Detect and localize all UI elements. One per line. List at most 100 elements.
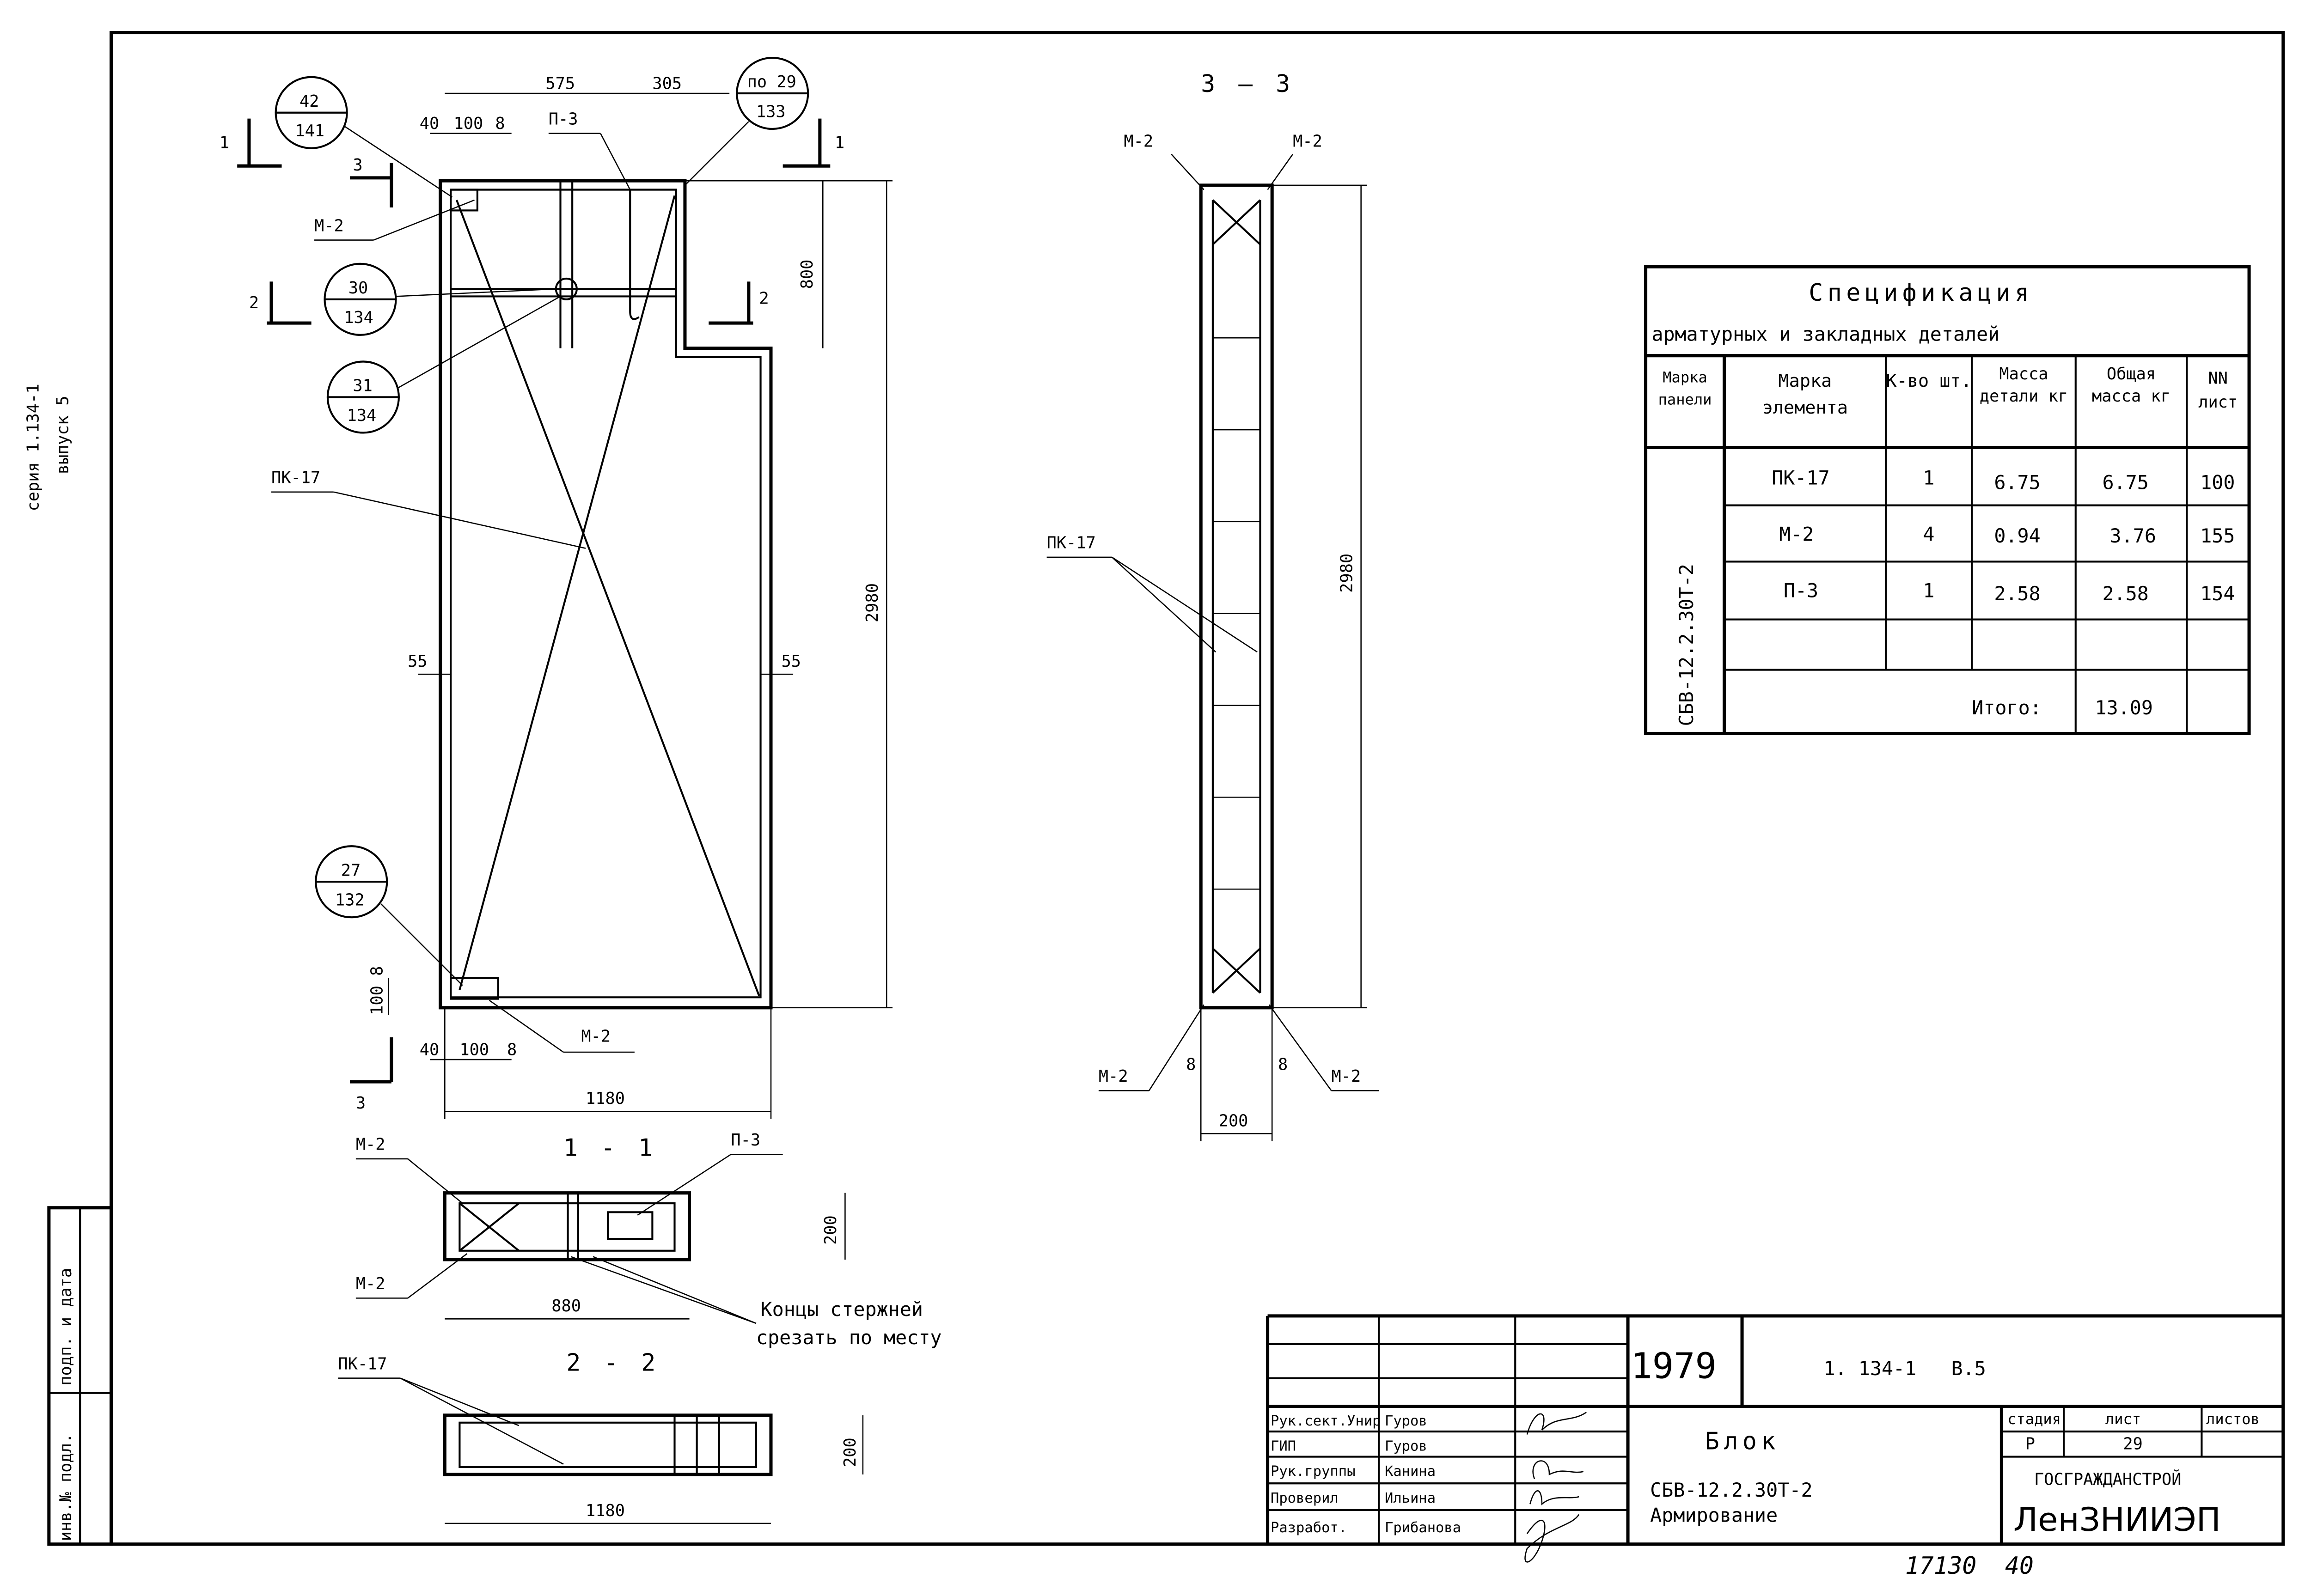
series-label: серия 1.134-1 xyxy=(24,384,43,511)
svg-text:П-3: П-3 xyxy=(1784,579,1818,602)
header-quantity: К-во шт. xyxy=(1886,370,1972,391)
panel-elevation: 575 305 40 100 8 800 2980 55 55 100 8 40… xyxy=(220,56,893,1119)
dim-575: 575 xyxy=(545,74,575,93)
margin-strip: серия 1.134-1 выпуск 5 подп. и дата инв.… xyxy=(24,384,113,1546)
svg-text:6.75: 6.75 xyxy=(1994,471,2040,493)
stage-value: Р xyxy=(2025,1435,2035,1454)
svg-text:по 29: по 29 xyxy=(747,73,796,91)
section-3-3: 3 — 3 М-2 М-2 ПК-17 М-2 М-2 8 8 200 2980 xyxy=(1046,70,1379,1141)
svg-text:1: 1 xyxy=(1923,579,1934,602)
svg-text:М-2: М-2 xyxy=(1779,523,1814,546)
total-value: 13.09 xyxy=(2095,696,2153,719)
panel-mark: СБВ-12.2.30Т-2 xyxy=(1675,564,1698,726)
dim-1180: 1180 xyxy=(586,1089,625,1108)
s33-label-m2-tl: М-2 xyxy=(1124,132,1153,151)
handwritten-number: 17130 40 xyxy=(1905,1552,2034,1580)
org-top: ГОСГРАЖДАНСТРОЙ xyxy=(2034,1469,2182,1489)
dim-40: 40 xyxy=(420,114,439,133)
dim-100: 100 xyxy=(454,114,483,133)
spec-subtitle: арматурных и закладных деталей xyxy=(1651,323,1999,346)
section-mark-1-left: 1 xyxy=(220,118,282,168)
label-p3: П-3 xyxy=(549,110,578,128)
s11-label-p3: П-3 xyxy=(731,1131,760,1150)
dim-100-8: 100 8 xyxy=(368,966,387,1015)
svg-text:2: 2 xyxy=(249,293,259,312)
section-1-1: 1 - 1 М-2 П-3 М-2 880 200 Концы стержней… xyxy=(355,1131,942,1349)
dim-100-bottom: 100 xyxy=(459,1040,489,1059)
header-unit-mass: Масса детали кг xyxy=(1979,364,2068,406)
callout-27-132: 27 132 xyxy=(315,845,463,986)
dim-55-left: 55 xyxy=(408,652,427,671)
section-mark-3-top: 3 xyxy=(350,156,393,207)
dim-8: 8 xyxy=(495,114,505,133)
table-row: ПК-17 1 6.75 6.75 100 xyxy=(1772,467,2235,494)
svg-text:134: 134 xyxy=(344,308,373,327)
header-element-mark: Марка элемента xyxy=(1762,370,1848,418)
cut-note-line1: Концы стержней xyxy=(761,1298,923,1321)
svg-text:Рук.группы: Рук.группы xyxy=(1271,1463,1355,1480)
cut-note-line2: срезать по месту xyxy=(756,1326,942,1349)
specification-table: Спецификация арматурных и закладных дета… xyxy=(1644,265,2251,736)
sign-date-label: подп. и дата xyxy=(56,1268,75,1386)
section-2-2: 2 - 2 ПК-17 1180 200 xyxy=(338,1349,864,1524)
svg-text:100: 100 xyxy=(2200,471,2235,493)
svg-text:ПК-17: ПК-17 xyxy=(1772,467,1830,489)
doc-name: Блок xyxy=(1705,1428,1780,1456)
callout-29-133: по 29 133 xyxy=(685,56,809,186)
label-pk17: ПК-17 xyxy=(271,469,320,487)
svg-text:Канина: Канина xyxy=(1385,1463,1436,1480)
section-3-3-title: 3 — 3 xyxy=(1201,70,1295,98)
s33-dim-200: 200 xyxy=(1219,1111,1248,1130)
s33-dim-8-right: 8 xyxy=(1278,1055,1288,1074)
section-mark-2-left: 2 xyxy=(249,281,312,325)
s22-dim-200: 200 xyxy=(841,1438,860,1467)
s11-label-m2-bottom: М-2 xyxy=(356,1274,385,1293)
dim-305: 305 xyxy=(652,74,682,93)
label-m2-bottom: М-2 xyxy=(581,1027,611,1046)
section-2-2-title: 2 - 2 xyxy=(566,1349,660,1377)
s22-dim-1180: 1180 xyxy=(586,1501,625,1520)
org-name: ЛенЗНИИЭП xyxy=(2013,1501,2221,1539)
dim-55-right: 55 xyxy=(781,652,801,671)
svg-text:42: 42 xyxy=(300,92,319,111)
sheet-value: 29 xyxy=(2123,1435,2142,1454)
s11-dim-880: 880 xyxy=(551,1297,581,1316)
svg-text:Грибанова: Грибанова xyxy=(1385,1520,1461,1536)
svg-text:Гуров: Гуров xyxy=(1385,1438,1427,1455)
svg-text:155: 155 xyxy=(2200,524,2235,547)
svg-text:2: 2 xyxy=(759,289,769,308)
section-1-1-title: 1 - 1 xyxy=(563,1134,657,1162)
section-mark-3-bottom: 3 xyxy=(350,1037,393,1113)
svg-text:154: 154 xyxy=(2200,582,2235,605)
s33-dim-8-left: 8 xyxy=(1186,1055,1196,1074)
header-sheet-no: NN лист xyxy=(2198,369,2238,412)
callout-30-134: 30 134 xyxy=(324,262,556,336)
svg-text:27: 27 xyxy=(341,861,361,880)
total-label: Итого: xyxy=(1972,696,2042,719)
spec-title: Спецификация xyxy=(1809,279,2033,307)
header-panel-mark: Марка панели xyxy=(1658,370,1712,409)
svg-text:132: 132 xyxy=(335,891,365,910)
dim-800: 800 xyxy=(798,260,817,289)
svg-text:2.58: 2.58 xyxy=(1994,582,2040,605)
sheet-label: лист xyxy=(2105,1410,2141,1428)
s11-label-m2-top: М-2 xyxy=(356,1135,385,1154)
svg-text:30: 30 xyxy=(348,279,368,298)
s11-dim-200: 200 xyxy=(821,1215,840,1245)
svg-text:4: 4 xyxy=(1923,523,1934,546)
doc-mark: СБВ-12.2.30Т-2 xyxy=(1650,1479,1812,1501)
s22-label-pk17: ПК-17 xyxy=(338,1354,387,1373)
series-code: 1. 134-1 В.5 xyxy=(1823,1357,1986,1380)
svg-text:Гуров: Гуров xyxy=(1385,1413,1427,1429)
dim-40-bottom: 40 xyxy=(420,1040,439,1059)
s33-label-pk17: ПК-17 xyxy=(1047,534,1096,553)
doc-subject: Армирование xyxy=(1650,1504,1778,1527)
svg-text:133: 133 xyxy=(756,102,786,121)
signatures xyxy=(1524,1412,1587,1563)
issue-label: выпуск 5 xyxy=(54,396,73,474)
svg-text:141: 141 xyxy=(295,122,324,140)
s33-label-m2-tr: М-2 xyxy=(1293,132,1322,151)
svg-text:1: 1 xyxy=(1923,467,1934,489)
label-m2-top: М-2 xyxy=(314,216,344,235)
